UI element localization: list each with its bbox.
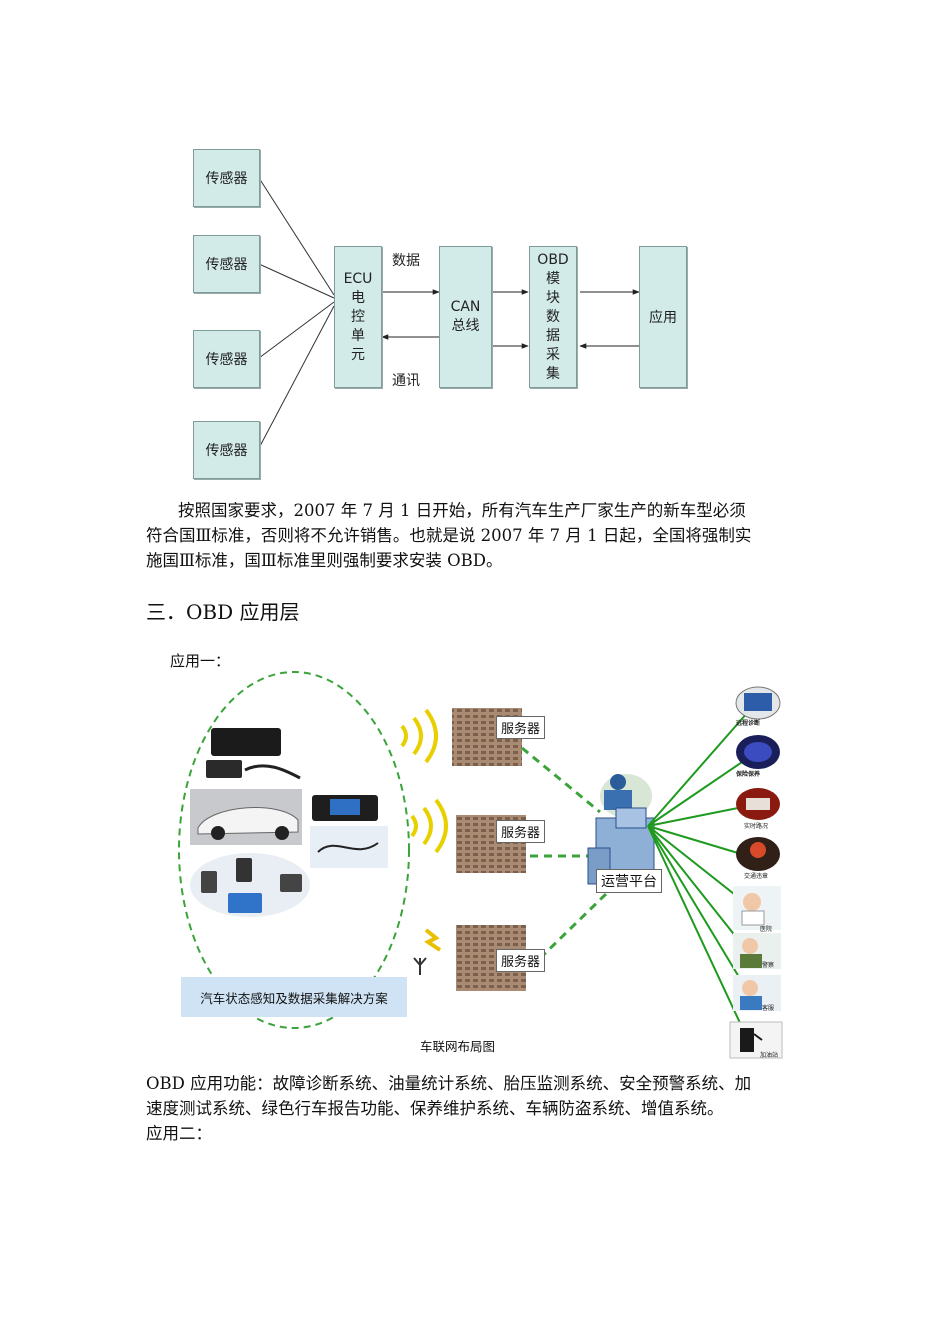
solution-label: 汽车状态感知及数据采集解决方案 [181,977,407,1017]
paragraph-national-standard: 按照国家要求，2007 年 7 月 1 日开始，所有汽车生产厂家生产的新车型必须… [146,498,811,573]
application-label: 应用 [649,310,677,326]
cable-image [310,826,388,868]
ecu-label-line: 单 [351,327,365,344]
can-bus-box: CAN 总线 [439,246,492,388]
police-icon [733,933,781,969]
server-label-2: 服务器 [496,820,546,843]
mobile-devices-image [190,853,310,917]
operator-image [600,774,652,818]
sensor-label: 传感器 [205,257,248,273]
can-label-line: CAN [450,299,481,315]
ecu-label-line: 元 [351,346,365,363]
sensor-link-3 [258,301,335,359]
obd-label-line: 数 [546,308,560,325]
obd-device-image [206,728,301,780]
platform-label: 运营平台 [596,869,662,893]
sensor-link-2 [258,263,335,299]
ecu-box: ECU 电 控 单 元 [334,246,382,388]
paragraph-line: 按照国家要求，2007 年 7 月 1 日开始，所有汽车生产厂家生产的新车型必须 [178,501,746,520]
obd-label-line: 模 [546,270,560,287]
traffic-violation-icon [736,837,780,871]
race-car-image [190,789,302,845]
device-group-ellipse [178,671,410,1029]
application-one-label: 应用一： [170,652,231,670]
paragraph-line: 速度测试系统、绿色行车报告功能、保养维护系统、车辆防盗系统、增值系统。 [146,1099,724,1118]
diagram-connectors [258,177,640,449]
obd-module-box: OBD 模 块 数 据 采 集 [529,246,577,388]
sensor-label: 传感器 [205,352,248,368]
obd-label-line: 采 [546,346,560,363]
section-heading: 三．OBD 应用层 [146,600,300,624]
application-two-label: 应用二： [146,1124,212,1143]
paragraph-line: 施国Ⅲ标准，国Ⅲ标准里则强制要求安装 OBD。 [146,551,503,570]
remote-diagnosis-icon [735,686,781,720]
car-stereo-image [312,795,378,821]
sensor-box-2: 传感器 [193,235,260,293]
maintenance-icon [736,735,780,769]
sensor-link-1 [258,177,335,296]
police-label: 警察 [762,962,775,969]
fuel-station-icon [729,1021,783,1059]
maintenance-label: 保险保养 [736,771,761,778]
realtime-traffic-label: 实时路况 [744,823,769,830]
antenna-signal [413,928,442,975]
remote-diagnosis-label: 远程诊断 [736,720,761,727]
sensor-box-1: 传感器 [193,149,260,207]
network-graphics [178,671,783,1059]
service-icon [733,975,781,1011]
service-label: 客服 [762,1005,775,1012]
server-label-1: 服务器 [496,716,546,739]
sensor-box-4: 传感器 [193,421,260,479]
medical-icon [733,886,781,930]
obd-label-line: 据 [546,327,560,344]
medical-label: 医院 [760,926,773,933]
ecu-label-line: 控 [351,308,365,325]
comm-label: 通讯 [392,373,420,389]
application-box: 应用 [639,246,687,388]
paragraph-line: 符合国Ⅲ标准，否则将不允许销售。也就是说 2007 年 7 月 1 日起，全国将… [146,526,752,545]
fuel-station-label: 加油站 [760,1052,779,1059]
obd-label-line: 块 [546,289,560,306]
obd-label-line: OBD [537,251,569,268]
diagram-caption: 车联网布局图 [420,1039,496,1054]
ecu-label-line: 电 [351,289,365,306]
service-links [647,711,749,1041]
paragraph-line: OBD 应用功能：故障诊断系统、油量统计系统、胎压监测系统、安全预警系统、加 [146,1074,752,1093]
platform-building-image [587,807,655,885]
traffic-violation-label: 交通违章 [744,873,769,880]
sensor-label: 传感器 [205,171,248,187]
can-label-line: 总线 [451,318,480,334]
server-label-3: 服务器 [496,949,546,972]
paragraph-obd-functions: OBD 应用功能：故障诊断系统、油量统计系统、胎压监测系统、安全预警系统、加 速… [146,1071,811,1146]
realtime-traffic-icon [736,788,780,820]
server-1-link [521,746,601,814]
obd-label-line: 集 [546,365,560,382]
wireless-signal-2 [410,798,448,854]
sensor-label: 传感器 [205,443,248,459]
ecu-label-line: ECU [343,270,373,287]
wireless-signal-1 [400,708,438,764]
data-label: 数据 [392,253,420,269]
sensor-link-4 [258,305,335,449]
sensor-box-3: 传感器 [193,330,260,388]
